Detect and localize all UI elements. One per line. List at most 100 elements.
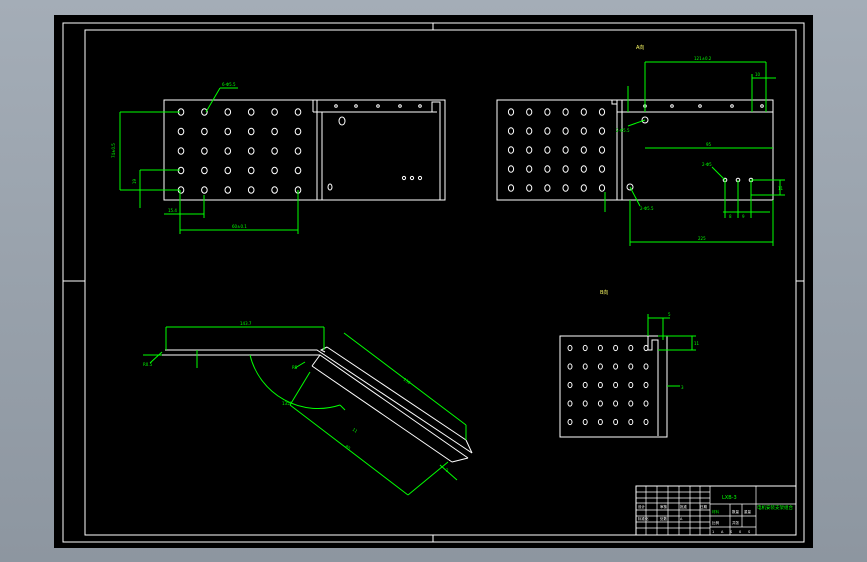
mounting-hole [567,418,573,426]
mounting-hole [597,363,603,370]
bent-diag-length: 150 [402,377,411,386]
bent-diag-inner: 11 [351,427,358,434]
left-plate-outline [163,99,446,201]
left-step-dim: 19 [132,178,137,184]
mounting-hole [580,165,587,173]
mounting-hole [598,146,606,154]
mounting-hole [597,344,603,352]
mounting-hole [526,165,533,173]
flange-hole [698,104,702,108]
mounting-hole [580,146,587,154]
right-hole-note: 2-Φ5 [702,162,712,167]
mounting-hole [643,363,649,370]
mounting-hole [507,165,515,173]
flange-hole [670,104,674,108]
right-top-span-dim: 121±0.2 [694,56,712,61]
left-hole-grid [177,108,302,194]
view-label-b: B向 [600,289,608,296]
mounting-hole [597,418,603,426]
left-front-view[interactable]: 6-Φ5.5 74±0.5 19 15.4 60±0.1 [111,82,446,234]
flange-hole [418,104,422,108]
grade-value: 1 [712,530,714,534]
mounting-hole [544,184,551,192]
mounting-hole [544,146,551,154]
mounting-hole [247,127,255,136]
right-hole-grid [507,108,606,192]
title-scale-label: 比例 [712,520,720,525]
mounting-hole [643,381,649,389]
bent-section-view[interactable]: 143.7 R0.5 R5 135° 150 85 11 2 [143,321,473,496]
mounting-hole [628,418,634,426]
flange-hole [334,104,338,108]
mounting-hole [224,166,232,175]
grade-value: A [721,530,724,534]
title-sheet-label: 共张 [732,520,740,525]
mounting-hole [562,127,569,135]
bent-profile-inner [165,349,473,454]
mounting-hole [562,146,569,154]
mounting-hole [201,108,208,116]
mounting-hole [580,184,587,192]
mounting-hole [643,418,649,426]
mounting-hole [628,363,634,370]
mounting-hole [597,400,603,407]
mounting-hole [247,108,255,116]
title-qty-label: 数量 [732,509,740,514]
mounting-hole [544,108,551,116]
mounting-hole [201,166,208,175]
flange-hole [398,104,402,108]
mounting-hole [294,127,302,136]
mounting-hole [271,186,278,194]
right-mid-dim: 95 [706,142,712,147]
b-top-dim: 5 [668,312,671,317]
right-left-note: 2-Φ5.5 [616,128,630,133]
mounting-hole [567,381,573,389]
mounting-hole [562,184,569,192]
mounting-hole [598,184,606,192]
title-block[interactable]: LXB-3 电机安装支架组合 材料 设计 审核 批准 日期 标准化 处数 A 数… [635,485,797,536]
mounting-hole [201,147,208,155]
mounting-hole [247,186,255,194]
mounting-hole [201,186,208,194]
mounting-hole [567,363,573,370]
mounting-hole [544,165,551,173]
title-part-name: 电机安装支架组合 [757,504,793,511]
view-b[interactable]: B向 5 11 3 [559,289,700,438]
title-approver-label: 批准 [680,504,688,509]
mounting-hole [613,363,619,370]
mounting-hole [582,381,588,389]
mounting-hole [294,108,302,116]
bent-top-length: 143.7 [240,321,252,326]
mounting-hole [613,418,619,426]
mounting-hole [526,108,533,116]
mounting-hole [526,184,533,192]
mounting-hole [582,418,588,426]
grade-value: 0 [739,530,741,534]
title-checker-label: 审核 [660,504,668,509]
bent-angle: 135° [282,401,292,406]
title-part-number: LXB-3 [722,495,737,501]
bent-width: 85 [344,444,351,451]
mounting-hole [613,400,619,407]
grade-value: S [748,530,751,534]
drawing-sheet [54,15,813,548]
center-marks [63,23,804,542]
title-rev-label: 处数 [660,516,668,521]
mounting-hole [582,400,588,407]
mounting-hole [224,147,232,155]
left-height-dim: 74±0.5 [111,143,116,158]
flange-hole [760,104,764,108]
bent-radius: R5 [292,365,298,370]
right-plate-outline [496,99,774,201]
mounting-hole [526,146,533,154]
mounting-hole [598,108,606,116]
bent-thickness: 2 [446,468,449,473]
left-bottom-dim: 15.4 [168,208,177,213]
title-std-label: 标准化 [638,516,649,521]
right-view-a[interactable]: A向 [496,44,785,246]
mounting-hole [201,127,208,136]
mounting-hole [271,166,278,175]
mounting-hole [294,166,302,175]
